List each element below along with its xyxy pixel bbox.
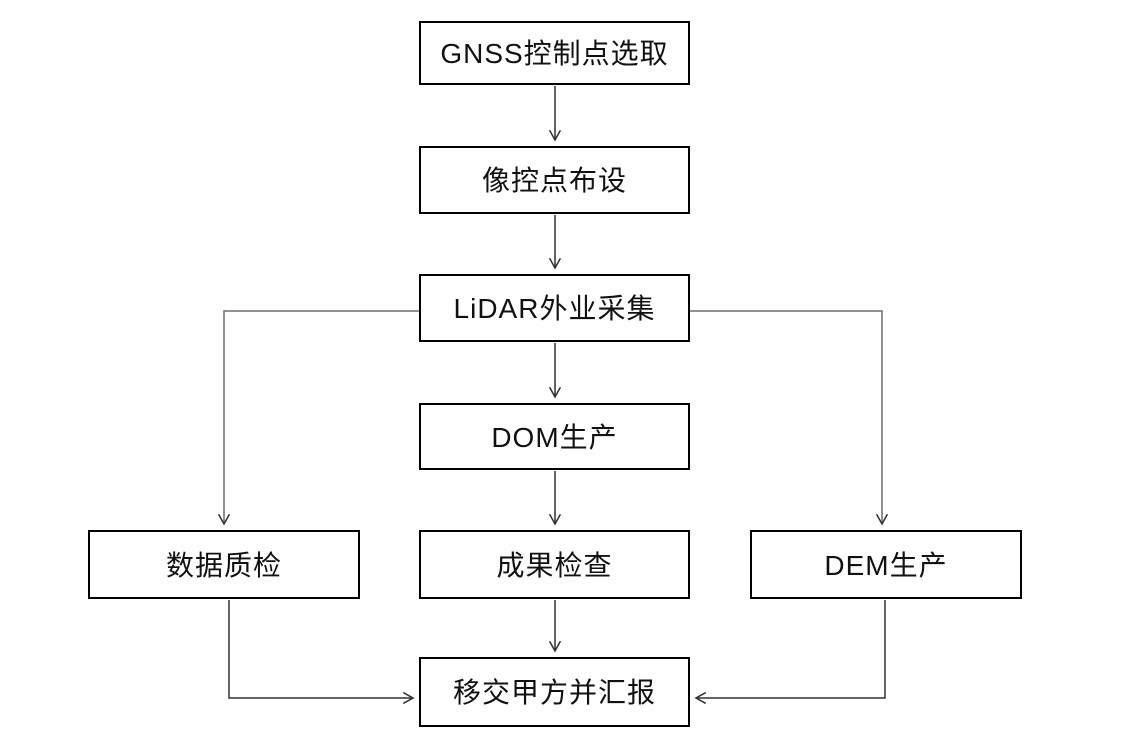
node-label: 移交甲方并汇报 bbox=[452, 677, 656, 708]
node-label: 成果检查 bbox=[496, 549, 613, 581]
node-handover-and-report: 移交甲方并汇报 bbox=[419, 657, 690, 727]
node-data-quality-check: 数据质检 bbox=[88, 530, 360, 599]
node-label: DEM生产 bbox=[824, 549, 948, 581]
node-label: DOM生产 bbox=[491, 421, 618, 453]
arrow-lidar-to-dem bbox=[690, 310, 889, 526]
node-lidar-field-collection: LiDAR外业采集 bbox=[419, 274, 690, 342]
node-dem-production: DEM生产 bbox=[750, 530, 1022, 599]
arrow-dem-to-handover bbox=[694, 600, 886, 705]
node-results-inspection: 成果检查 bbox=[419, 530, 690, 599]
node-dom-production: DOM生产 bbox=[419, 403, 690, 470]
node-label: 像控点布设 bbox=[481, 165, 627, 196]
node-gnss-control-point-selection: GNSS控制点选取 bbox=[419, 21, 690, 85]
node-label: GNSS控制点选取 bbox=[440, 38, 669, 69]
node-image-control-point-layout: 像控点布设 bbox=[419, 146, 690, 214]
node-label: 数据质检 bbox=[165, 549, 282, 581]
arrow-lidar-to-qc bbox=[217, 310, 419, 526]
arrow-qc-to-handover bbox=[228, 600, 415, 705]
node-label: LiDAR外业采集 bbox=[453, 293, 656, 324]
